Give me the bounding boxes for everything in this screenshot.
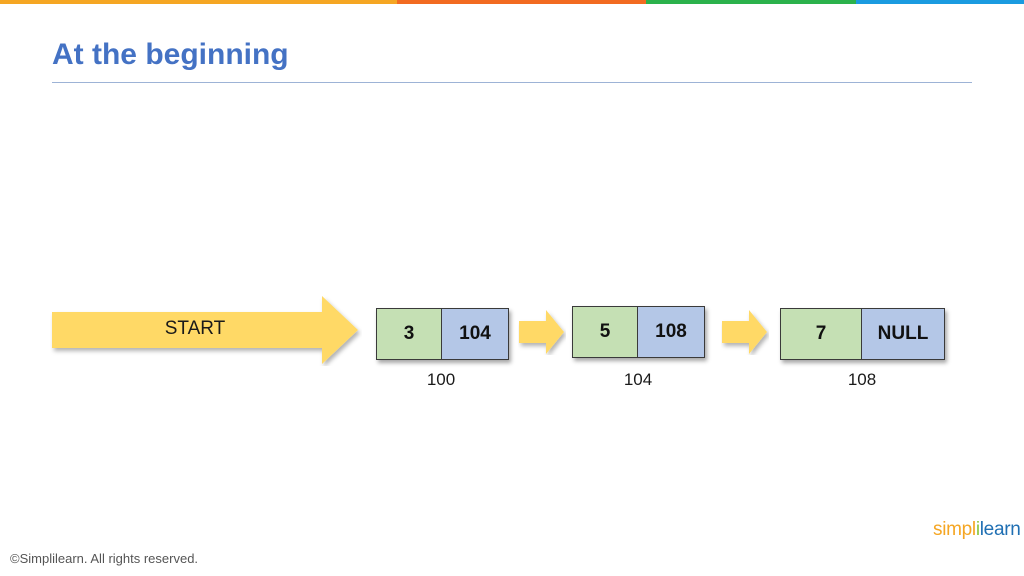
logo-part-i: i [975, 519, 980, 540]
top-accent-bar [0, 0, 1024, 4]
start-label: START [164, 318, 226, 339]
start-arrow [52, 296, 358, 364]
linked-list-node-2: 5 108 [572, 306, 705, 358]
linked-list-node-1: 3 104 [376, 308, 509, 360]
title-underline [52, 82, 972, 83]
accent-segment-red [397, 0, 646, 4]
node-address-label: 104 [623, 370, 653, 389]
accent-segment-blue [856, 0, 1024, 4]
node-next-pointer-cell: 104 [442, 309, 508, 359]
node-next-pointer-cell: 108 [638, 307, 704, 357]
logo-part-learn: learn [979, 519, 1021, 540]
link-arrow-1 [519, 310, 564, 354]
node-data-cell: 3 [377, 309, 442, 359]
node-data-cell: 5 [573, 307, 638, 357]
node-address-label: 108 [847, 370, 877, 389]
logo-part-simpl: simpl [933, 519, 976, 540]
accent-segment-orange [0, 0, 397, 4]
link-arrow-2 [722, 310, 767, 354]
copyright-footer: ©Simplilearn. All rights reserved. [10, 551, 199, 566]
node-next-pointer-cell: NULL [862, 309, 944, 359]
simplilearn-logo: simplilearn [933, 519, 1021, 541]
linked-list-node-3: 7 NULL [780, 308, 945, 360]
slide-title: At the beginning [52, 38, 289, 71]
node-data-cell: 7 [781, 309, 862, 359]
node-address-label: 100 [426, 370, 456, 389]
accent-segment-green [646, 0, 856, 4]
